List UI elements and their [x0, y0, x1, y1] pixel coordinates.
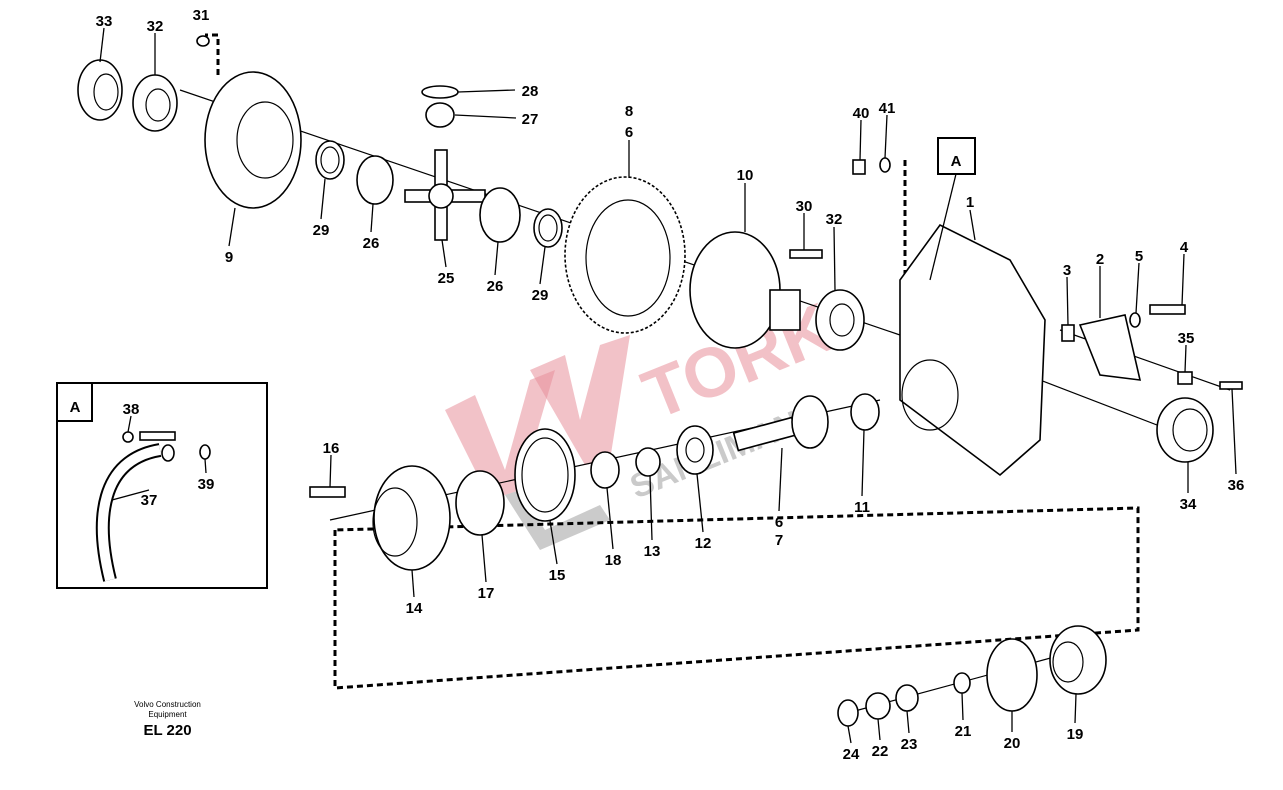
callout-3: 3: [1063, 262, 1071, 279]
callout-22: 22: [872, 743, 889, 760]
callout-34: 34: [1180, 496, 1197, 513]
callout-20: 20: [1004, 735, 1021, 752]
part-27-gear: [425, 102, 455, 128]
callout-labels: 33 32 31 28 27 8 6 40 41 1 10 30 32 9 29…: [96, 7, 1245, 763]
part-29-washer: [315, 140, 345, 180]
part-41-washer: [879, 157, 891, 173]
part-31-nut: [196, 35, 210, 47]
callout-38: 38: [123, 401, 140, 418]
part-35-plate: [1177, 371, 1193, 385]
part-15-shim: [514, 428, 576, 522]
part-36-bolt: [1219, 381, 1243, 390]
callout-18: 18: [605, 552, 622, 569]
callout-24: 24: [843, 746, 860, 763]
part-22-nut: [865, 692, 891, 720]
part-11-bearing: [850, 393, 880, 431]
part-23-lock: [895, 684, 919, 712]
callout-32: 32: [147, 18, 164, 35]
part-19-seal: [1049, 625, 1107, 695]
part-28-washer: [421, 85, 459, 99]
part-25-spider: [404, 149, 486, 241]
callout-32b: 32: [826, 211, 843, 228]
callout-13: 13: [644, 543, 661, 560]
part-34-adjuster: [1156, 397, 1214, 463]
part-26-gear-b: [479, 187, 521, 243]
part-6-pinion: [732, 395, 829, 452]
callout-16: 16: [323, 440, 340, 457]
callout-2: 2: [1096, 251, 1104, 268]
callout-8: 8: [625, 103, 633, 120]
part-40-plug: [852, 159, 866, 175]
callout-6b: 6: [775, 514, 783, 531]
part-24-circlip: [837, 699, 859, 727]
callout-4: 4: [1180, 239, 1189, 256]
part-33-nut: [77, 59, 123, 121]
part-18-seal: [590, 451, 620, 489]
callout-17: 17: [478, 585, 495, 602]
callout-7: 7: [775, 532, 783, 549]
part-20-flange: [986, 638, 1038, 712]
callout-40: 40: [853, 105, 870, 122]
part-14-cover: [372, 465, 451, 571]
callout-29: 29: [313, 222, 330, 239]
callout-12: 12: [695, 535, 712, 552]
callout-26: 26: [363, 235, 380, 252]
callout-26b: 26: [487, 278, 504, 295]
callout-21: 21: [955, 723, 972, 740]
callout-6: 6: [625, 124, 633, 141]
part-21-washer: [953, 672, 971, 694]
part-2-cap: [1078, 314, 1142, 381]
detail-a-ref-label: A: [951, 153, 962, 170]
callout-11: 11: [854, 499, 870, 516]
callout-10: 10: [737, 167, 754, 184]
callout-14: 14: [406, 600, 423, 617]
callout-27: 27: [522, 111, 539, 128]
callout-39: 39: [198, 476, 215, 493]
diagram-code: EL 220: [143, 722, 192, 739]
callout-30: 30: [796, 198, 813, 215]
part-8-crown-wheel: [564, 176, 686, 334]
detail-a-inset: A: [56, 382, 268, 589]
part-30-bolt: [789, 249, 823, 259]
callout-33: 33: [96, 13, 113, 30]
callout-41: 41: [879, 100, 896, 117]
detail-a-label: A: [70, 399, 81, 416]
part-9-housing: [204, 71, 302, 209]
callout-31: 31: [193, 7, 210, 24]
callout-15: 15: [549, 567, 566, 584]
footer-caption: Volvo Construction Equipment EL 220: [100, 700, 235, 739]
part-5-washer: [1129, 312, 1141, 328]
callout-29b: 29: [532, 287, 549, 304]
callout-25: 25: [438, 270, 455, 287]
callout-5: 5: [1135, 248, 1143, 265]
part-1-axle-housing: [899, 223, 1046, 477]
part-17-oring: [455, 470, 505, 536]
part-4-bolt: [1149, 304, 1186, 315]
callout-23: 23: [901, 736, 918, 753]
manufacturer-line2: Equipment: [148, 710, 187, 719]
callout-1: 1: [966, 194, 974, 211]
part-12-bearing: [676, 425, 714, 475]
callout-37: 37: [141, 492, 158, 509]
callout-36: 36: [1228, 477, 1245, 494]
part-26-gear: [356, 155, 394, 205]
callout-19: 19: [1067, 726, 1084, 743]
part-10-diff-housing: [689, 231, 801, 349]
part-13-spacer: [635, 447, 661, 477]
part-32-bearing-b: [815, 289, 865, 351]
part-32-bearing: [132, 74, 178, 132]
manufacturer-line1: Volvo Construction: [134, 700, 201, 709]
part-3: [1061, 324, 1075, 342]
detail-a-reference: A: [929, 137, 976, 281]
part-29-washer-b: [533, 208, 563, 248]
callout-9: 9: [225, 249, 233, 266]
dashed-assembly-outline: [333, 506, 1140, 690]
callout-28: 28: [522, 83, 539, 100]
part-16-bolt: [309, 486, 346, 498]
callout-35: 35: [1178, 330, 1195, 347]
